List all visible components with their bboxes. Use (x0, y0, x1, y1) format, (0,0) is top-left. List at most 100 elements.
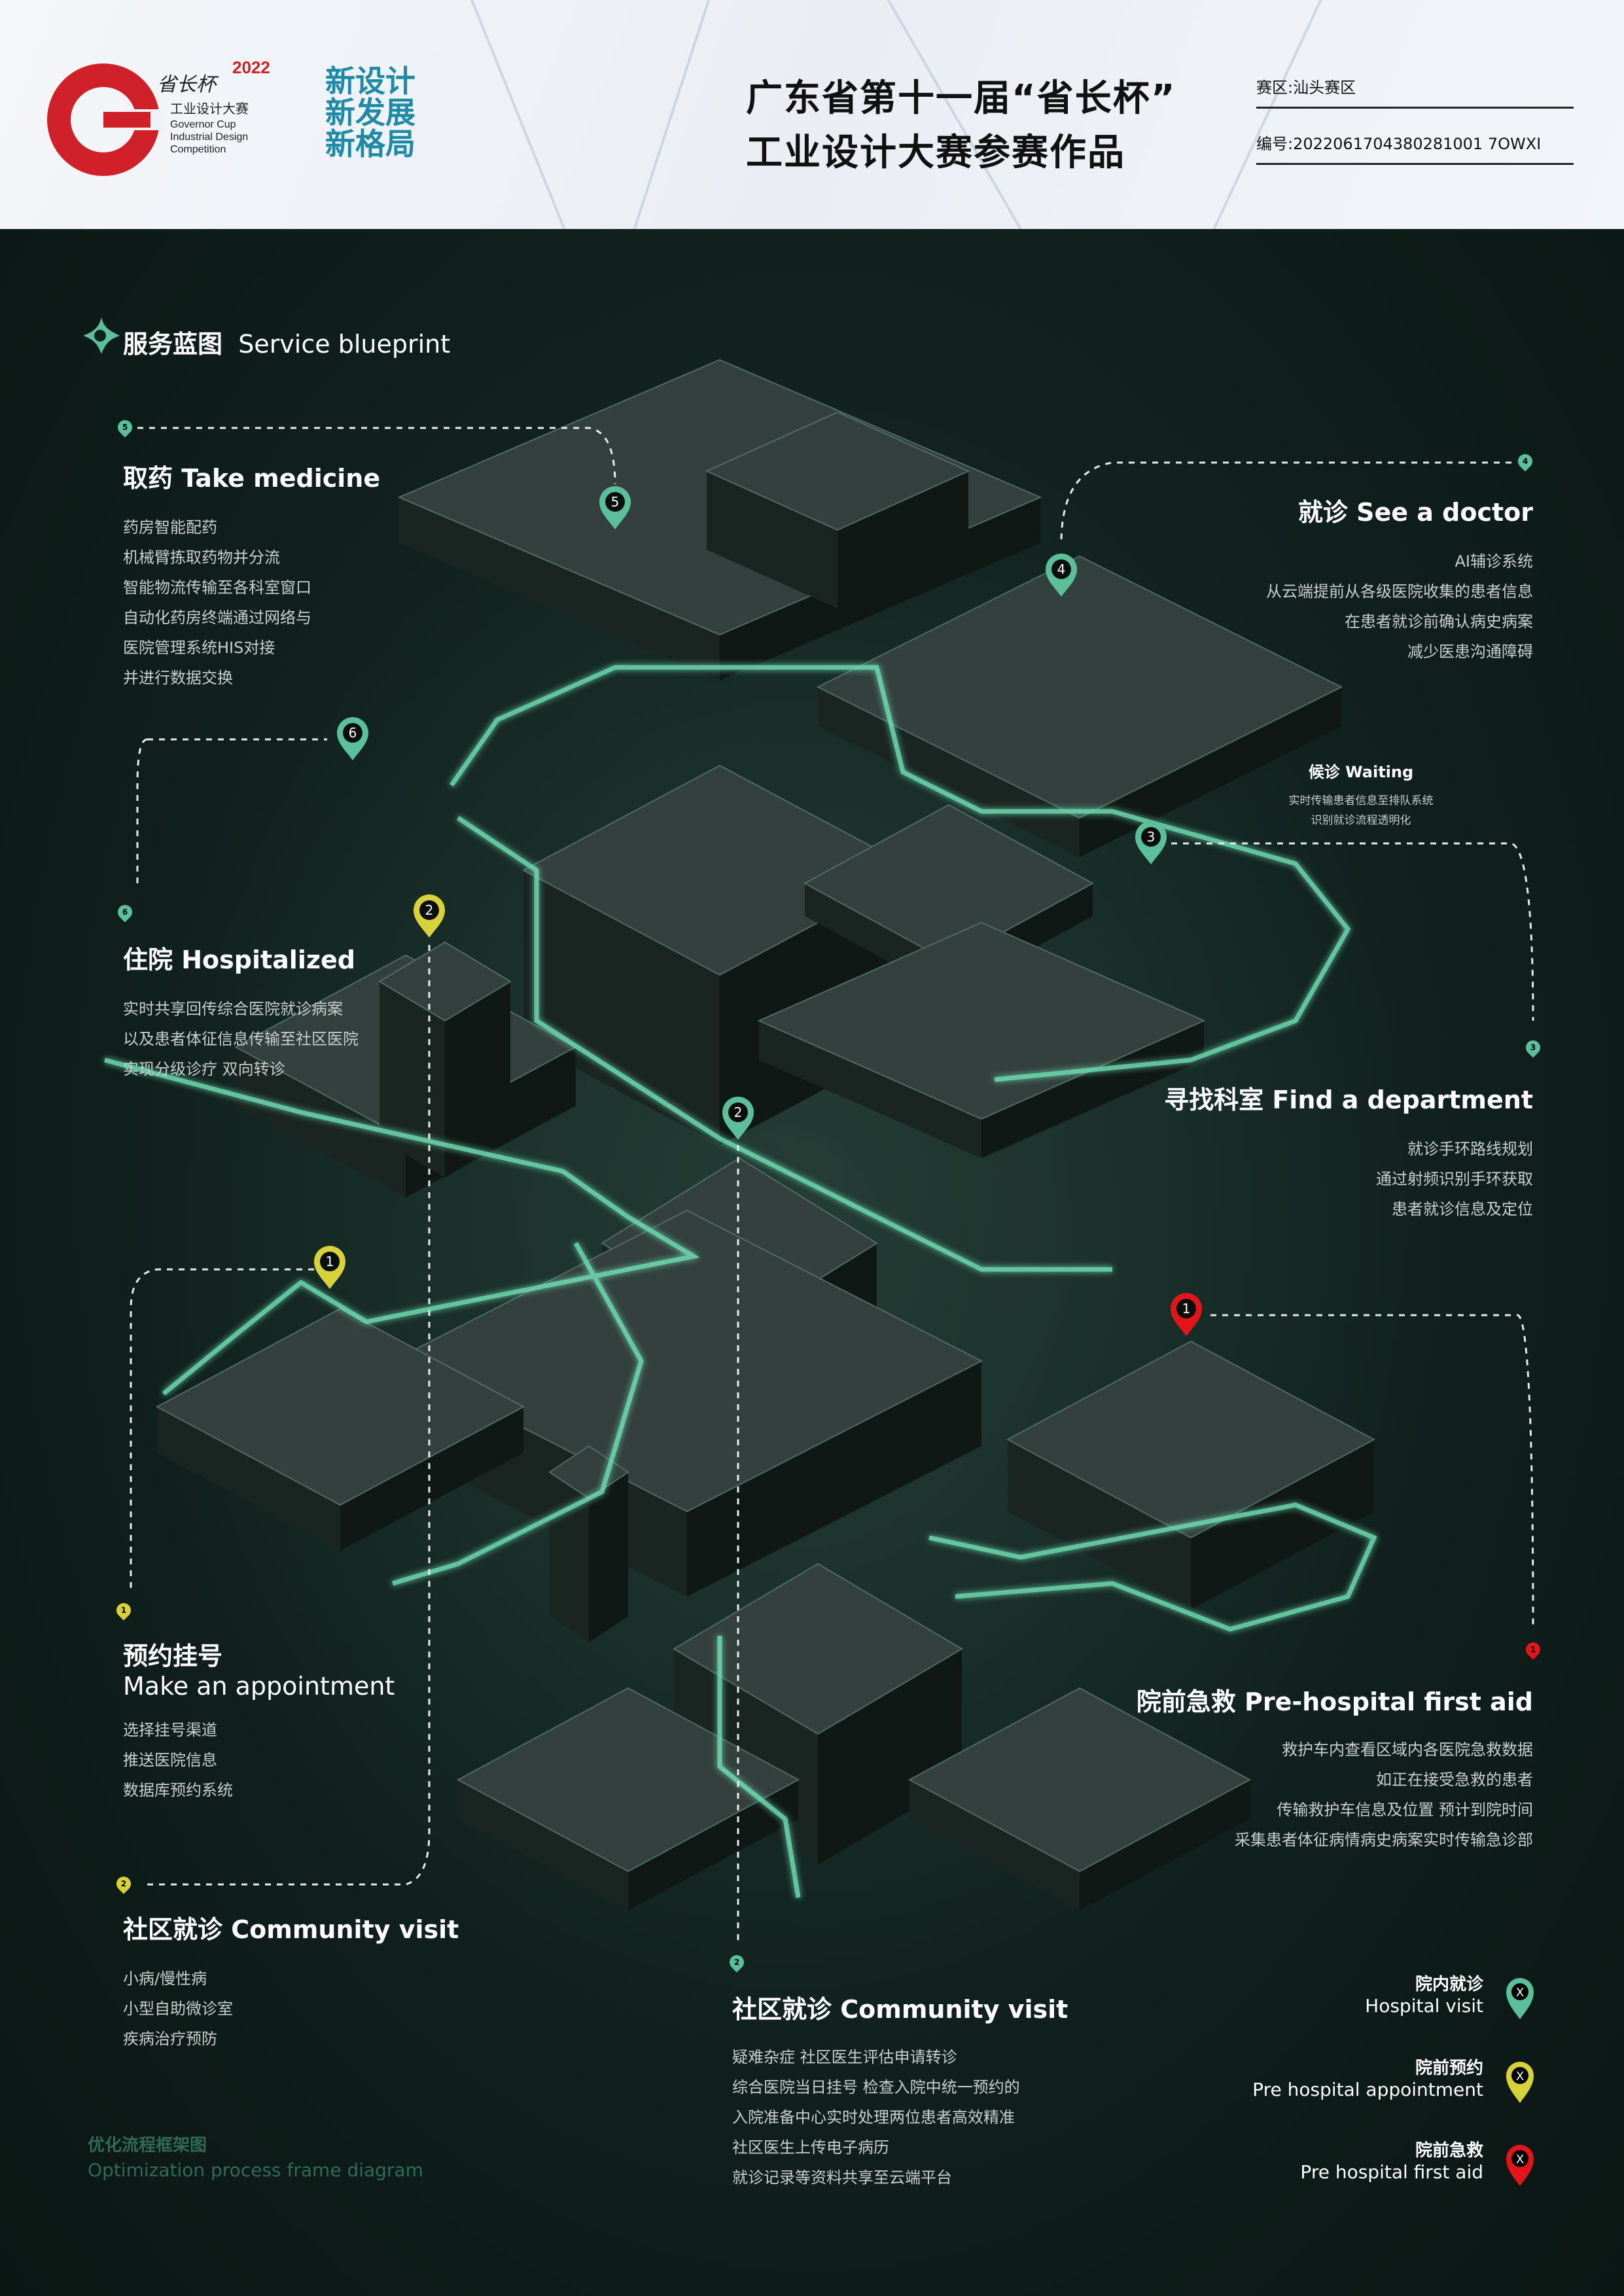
body-line: 救护车内查看区域内各医院急救数据 (1282, 1740, 1533, 1759)
glow-path (928, 1502, 1377, 1632)
section-heading: 服务蓝图 Service blueprint (123, 324, 450, 360)
body-line: 数据库预约系统 (123, 1781, 233, 1799)
map-pin-green-2: 2 (722, 1097, 754, 1140)
body-line: 疑难杂症 社区医生评估申请转诊 (732, 2048, 957, 2066)
map-pin-label: 6 (349, 725, 357, 741)
body-line: 疾病治疗预防 (123, 2030, 217, 2048)
body-line: 减少医患沟通障碍 (1407, 643, 1533, 661)
body-line: 医院管理系统HIS对接 (123, 639, 275, 657)
waiting-title: 候诊 Waiting (1308, 763, 1414, 781)
pin-icon: 2 (726, 1952, 747, 1973)
blueprint-star-icon (83, 317, 120, 354)
map-pin-label: 2 (425, 902, 434, 918)
body-line: 自动化药房终端通过网络与 (123, 609, 311, 627)
community-center-block: 社区就诊 Community visit 疑难杂症 社区医生评估申请转诊 综合医… (732, 1989, 1068, 2193)
isometric-platforms (155, 359, 1376, 1911)
body-line: 推送医院信息 (123, 1751, 217, 1769)
community-left-title: 社区就诊 Community visit (123, 1915, 459, 1944)
pin-icon: 2 (113, 1873, 134, 1894)
body-line: 以及患者体征信息传输至社区医院 (123, 1030, 359, 1048)
footer-en: Optimization process frame diagram (88, 2159, 423, 2181)
community-left-block: 社区就诊 Community visit 小病/慢性病 小型自助微诊室 疾病治疗… (123, 1909, 459, 2054)
hospitalized-title: 住院 Hospitalized (123, 945, 355, 974)
legend-item-hospital-visit: 院内就诊 Hospital visit (1365, 1971, 1483, 2017)
leader-appointment (130, 1268, 314, 1590)
map-pin-red-1: 1 (1171, 1293, 1202, 1336)
map-pin-label: 2 (734, 1104, 743, 1120)
body-line: 在患者就诊前确认病史病案 (1345, 612, 1533, 631)
legend-en: Pre hospital first aid (1300, 2161, 1483, 2183)
map-pins: 5 4 6 2 3 2 1 1 (314, 486, 1202, 1336)
logo-year: 2022 (232, 58, 270, 77)
slogan: 新设计 新发展 新格局 (325, 65, 415, 160)
glow-path (717, 1636, 801, 1898)
header: 2022 省长杯 工业设计大赛 Governor Cup Industrial … (0, 0, 1624, 229)
map-pin-label: 1 (1182, 1301, 1191, 1316)
legend-cn: 院前急救 (1415, 2141, 1483, 2161)
body-line: 药房智能配药 (123, 518, 217, 537)
take-medicine-block: 取药 Take medicine 药房智能配药 机械臂拣取药物并分流 智能物流传… (123, 458, 380, 693)
serial-number: 编号:2022061704380281001 7OWXI (1256, 131, 1574, 165)
body-line: 综合医院当日挂号 检查入院中统一预约的 (732, 2078, 1020, 2096)
appointment-title-en: Make an appointment (123, 1672, 395, 1701)
body-line: 实时传输患者信息至排队系统 (1288, 794, 1434, 807)
body-line: 从云端提前从各级医院收集的患者信息 (1266, 582, 1533, 601)
community-tower (548, 1445, 629, 1642)
slogan-line: 新格局 (325, 126, 415, 162)
community-platform-right (908, 1687, 1252, 1911)
map-pin-green-6: 6 (337, 717, 368, 760)
slogan-line: 新发展 (325, 95, 415, 130)
pin-icon: 6 (115, 902, 135, 923)
take-medicine-title: 取药 Take medicine (123, 464, 381, 493)
legend-en: Pre hospital appointment (1252, 2079, 1483, 2100)
region-label: 赛区:汕头赛区 (1256, 75, 1574, 109)
see-doctor-title: 就诊 See a doctor (1297, 498, 1533, 527)
map-pin-green-4: 4 (1046, 554, 1077, 597)
legend-cn: 院前预约 (1415, 2058, 1483, 2078)
hospitalized-block: 住院 Hospitalized 实时共享回传综合医院就诊病案 以及患者体征信息传… (123, 940, 359, 1084)
appointment-platform (155, 1307, 525, 1551)
logo-en-3: Competition (170, 144, 226, 155)
map-pin-green-5: 5 (599, 486, 631, 529)
glow-path (391, 1242, 644, 1586)
body-line: 如正在接受急救的患者 (1376, 1771, 1533, 1789)
body-line: 患者就诊信息及定位 (1392, 1200, 1533, 1218)
body-line: 入院准备中心实时处理两位患者高效精准 (732, 2108, 1015, 2127)
doctor-room-platform (816, 555, 1343, 857)
main-title-line2: 工业设计大赛参赛作品 (746, 132, 1125, 174)
glow-path (450, 665, 1351, 1082)
legend-en: Hospital visit (1365, 1995, 1483, 2017)
logo-en-2: Industrial Design (170, 132, 249, 143)
pin-icon: 1 (1523, 1639, 1544, 1660)
first-aid-title: 院前急救 Pre-hospital first aid (1136, 1687, 1533, 1716)
body-line: 识别就诊流程透明化 (1311, 814, 1411, 827)
pin-icon: 5 (115, 417, 135, 438)
body-line: 智能物流传输至各科室窗口 (123, 578, 311, 597)
body-line: 选择挂号渠道 (123, 1721, 217, 1739)
pin-icon: 3 (1523, 1037, 1544, 1058)
legend-cn: 院内就诊 (1415, 1975, 1483, 1994)
body-line: 实现分级诊疗 双向转诊 (123, 1060, 285, 1078)
leader-see-doctor (1060, 461, 1511, 544)
map-pin-label: 5 (611, 494, 620, 510)
glow-path (457, 816, 1112, 1272)
pin-icon: 4 (1515, 451, 1536, 472)
legend-item-first-aid: 院前急救 Pre hospital first aid (1300, 2137, 1483, 2183)
map-pin-green-3: 3 (1135, 821, 1167, 864)
footer-cn: 优化流程框架图 (88, 2136, 207, 2155)
body-line: 小型自助微诊室 (123, 2000, 233, 2018)
body-line: 社区医生上传电子病历 (732, 2138, 889, 2157)
body-line: AI辅诊系统 (1455, 552, 1534, 571)
community-center-title: 社区就诊 Community visit (732, 1995, 1068, 2024)
body-line: 通过射频识别手环获取 (1376, 1170, 1533, 1188)
map-pin-yellow-1: 1 (314, 1246, 345, 1289)
logo-cn: 工业设计大赛 (170, 102, 249, 116)
leader-take-medicine (137, 427, 616, 485)
map-pin-label: 3 (1147, 829, 1156, 845)
section-heading-cn: 服务蓝图 (123, 330, 223, 359)
governor-cup-logo (47, 63, 164, 176)
main-title-line1: 广东省第十一届“省长杯” (746, 77, 1176, 120)
body-line: 传输救护车信息及位置 预计到院时间 (1277, 1801, 1533, 1819)
pharmacy-machine (705, 411, 970, 609)
